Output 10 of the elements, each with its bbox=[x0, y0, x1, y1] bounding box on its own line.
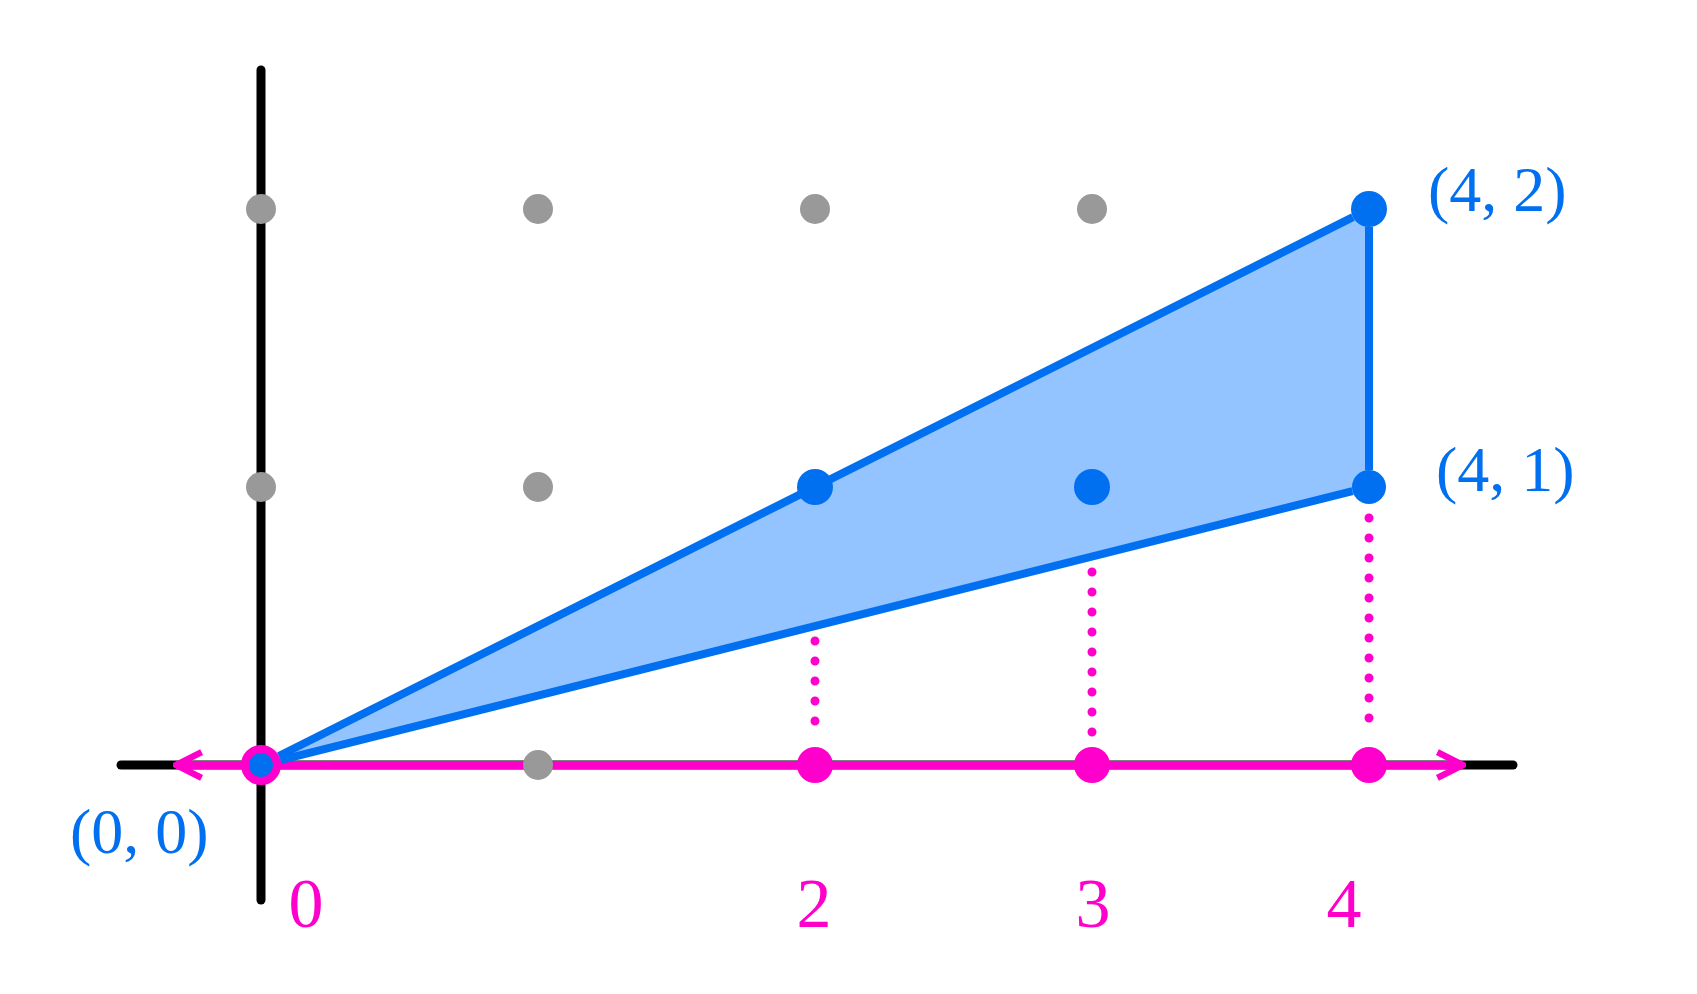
tick-label: 2 bbox=[796, 869, 832, 939]
polygon-edge bbox=[1365, 227, 1373, 470]
tick-label: 4 bbox=[1326, 869, 1362, 939]
tick-label: 0 bbox=[288, 869, 324, 939]
vertex-point bbox=[1351, 191, 1387, 227]
tick-label: 3 bbox=[1075, 869, 1111, 939]
vertex-point bbox=[241, 745, 281, 785]
vertex-point bbox=[1352, 470, 1386, 504]
polygon-edge bbox=[279, 487, 1354, 764]
dotted-line bbox=[1087, 567, 1097, 738]
